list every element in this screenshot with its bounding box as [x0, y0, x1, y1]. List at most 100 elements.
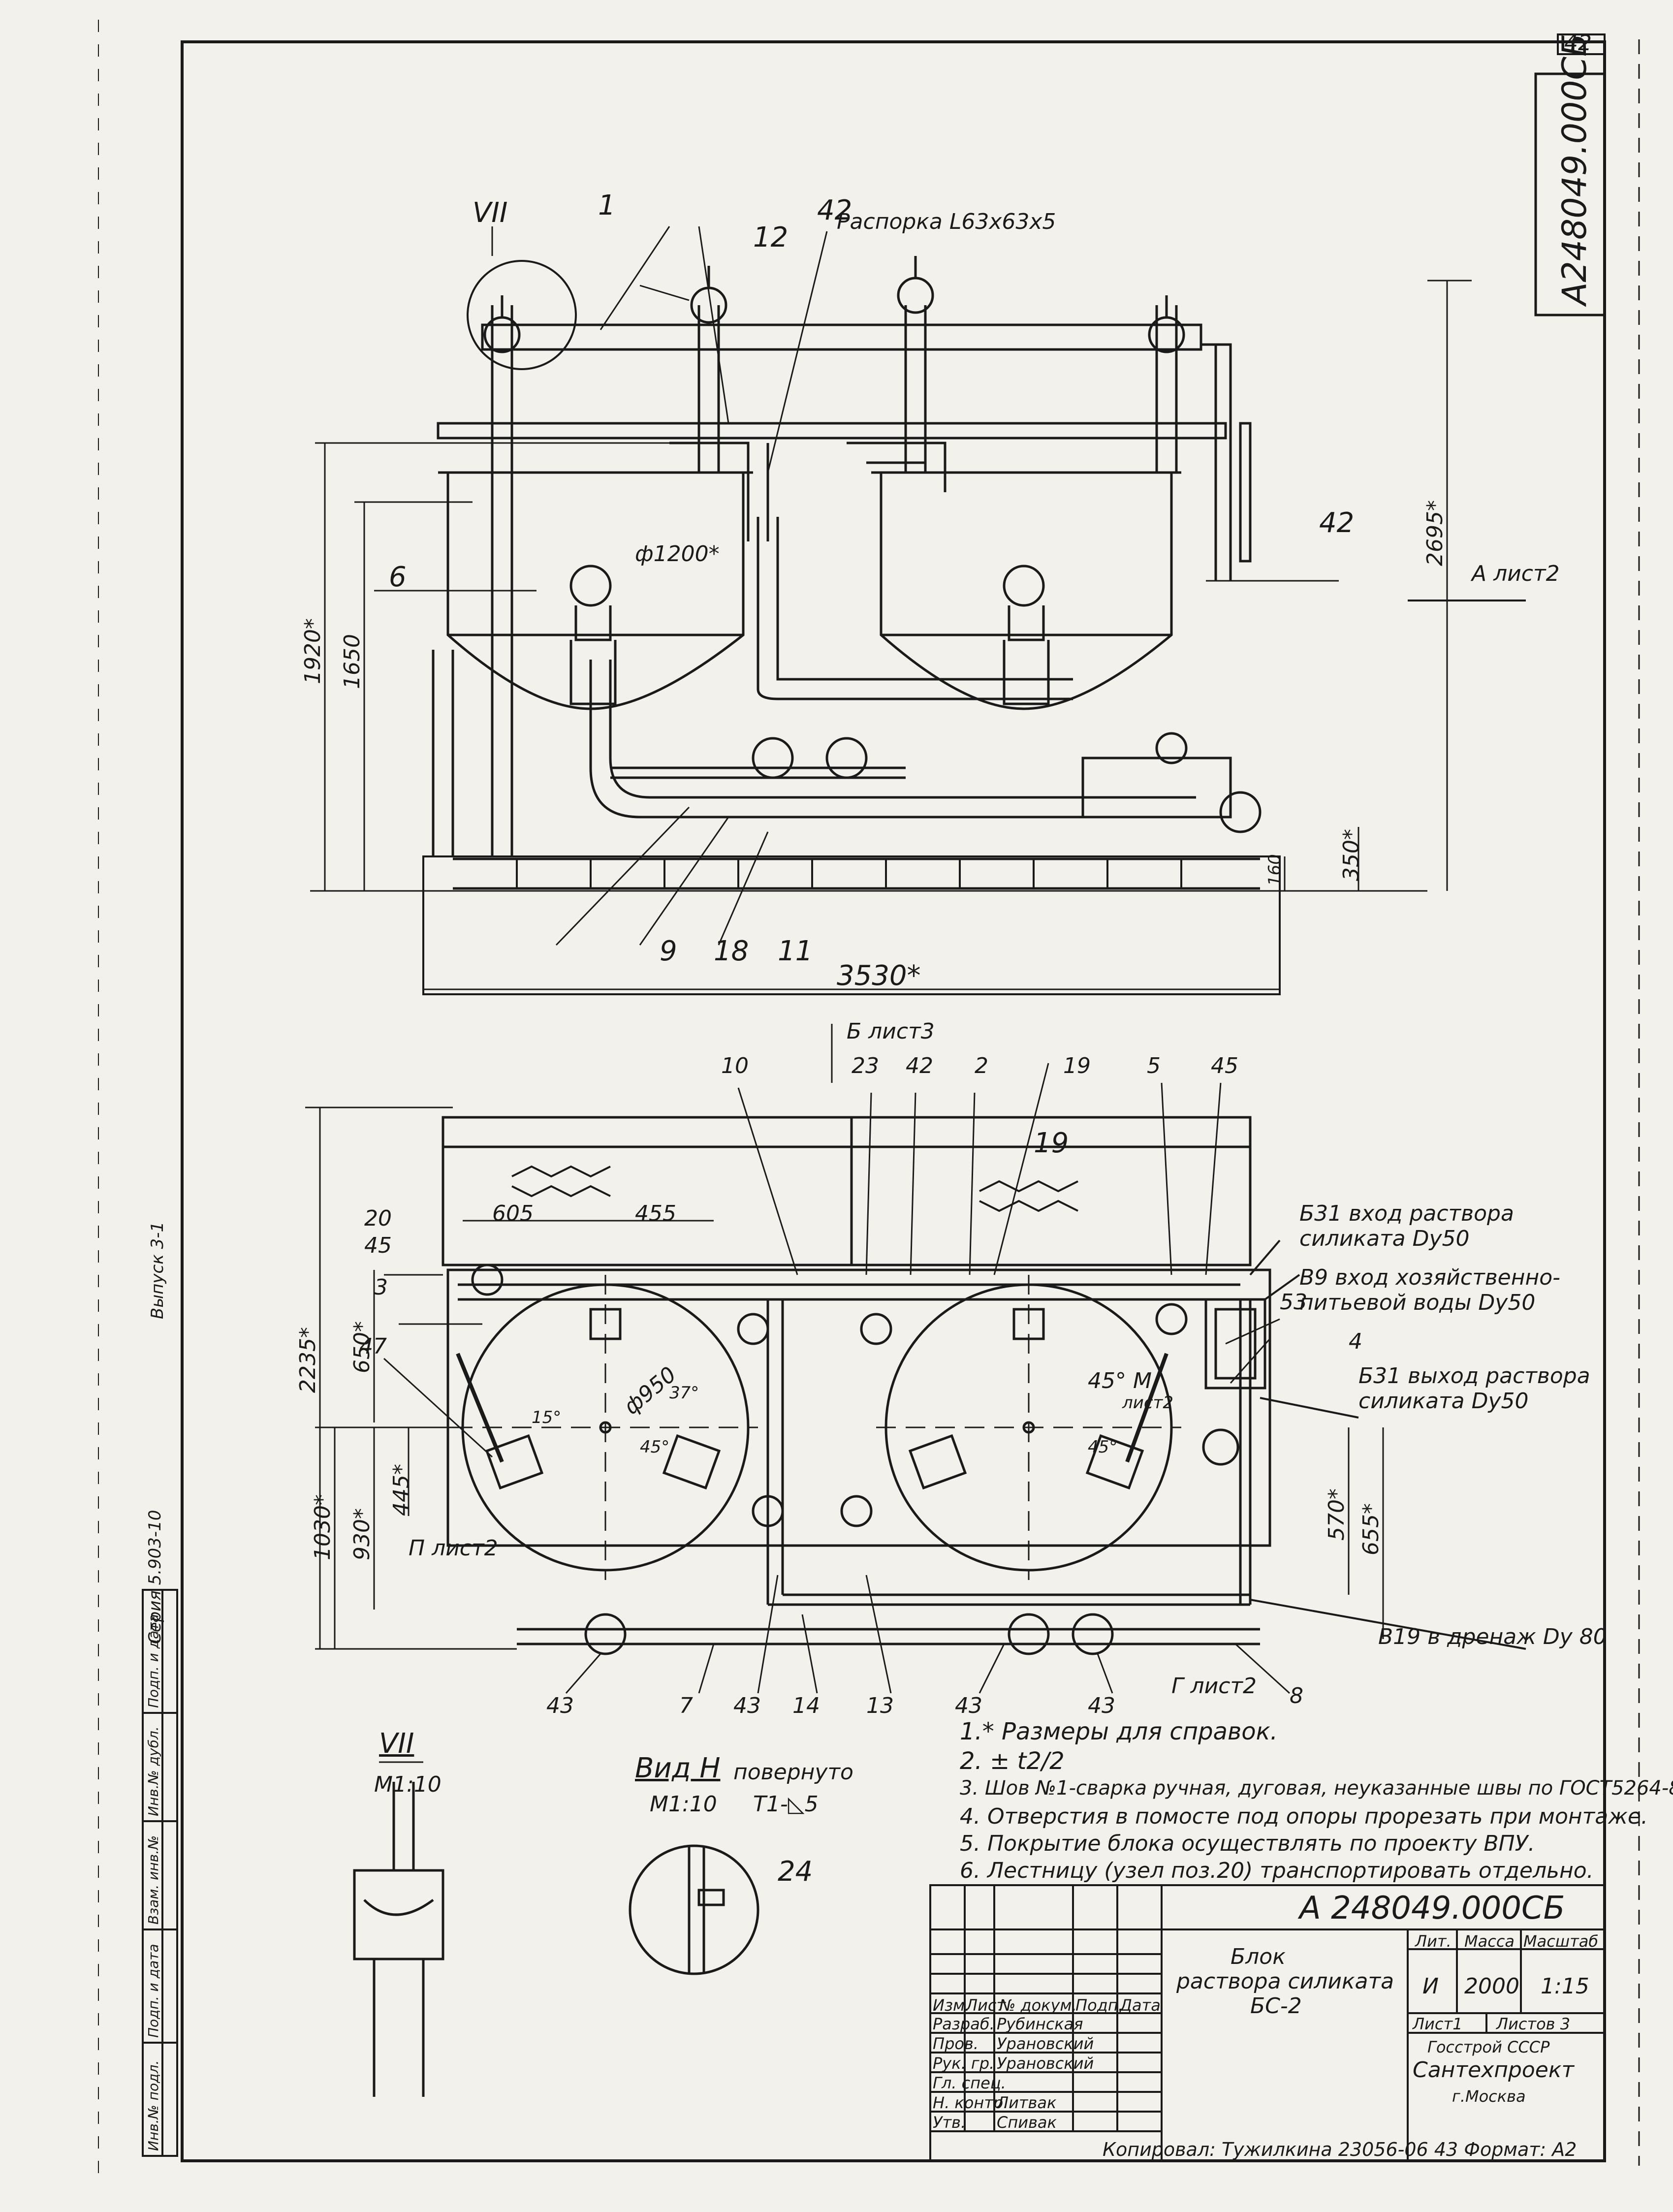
title-designation: А 248049.000СБ: [1299, 1890, 1565, 1927]
detail-vii-title: VII: [379, 1728, 414, 1760]
tb-header-doc: № докум.: [999, 1996, 1077, 2015]
tb-header-izm: Изм.: [933, 1996, 970, 2015]
note-2: 2. ± t2/2: [960, 1747, 1065, 1775]
tb-header-date: Дата: [1120, 1996, 1161, 2015]
callout-14: 14: [792, 1693, 820, 1718]
callout-3: 3: [374, 1275, 388, 1300]
tb-org-3: г.Москва: [1452, 2087, 1526, 2106]
weld-symbol: Т1-◺5: [753, 1792, 819, 1817]
margin-col-1: Инв.№ подл.: [145, 2060, 161, 2151]
sheet-corner-number: 42: [1564, 31, 1592, 56]
margin-stamp: [142, 1589, 178, 2157]
dim-650: 650*: [349, 1321, 375, 1373]
callout-5: 5: [1147, 1053, 1161, 1078]
callout-9: 9: [660, 935, 677, 967]
margin-col-2: Подп. и дата: [145, 1944, 161, 2038]
plan-view: [305, 1024, 1526, 1694]
callout-10: 10: [721, 1053, 749, 1078]
callout-42-right: 42: [1319, 507, 1355, 539]
tb-name-6: Спивак: [997, 2113, 1057, 2132]
title-name-2: раствора силиката: [1176, 1969, 1394, 1994]
note-4: 4. Отверстия в помосте под опоры прореза…: [960, 1804, 1648, 1829]
title-block-grid: [929, 1884, 1606, 2162]
title-name-3: БС-2: [1250, 1993, 1302, 2019]
list2-inside-label: лист2: [1122, 1393, 1173, 1413]
callout-45-top: 45: [1211, 1053, 1238, 1078]
sheet-frame: [98, 20, 1640, 2185]
tb-mass-header: Масса: [1464, 1932, 1515, 1951]
dim-655: 655*: [1358, 1503, 1384, 1555]
dim-930: 930*: [349, 1508, 375, 1560]
detail-vii-scale: М1:10: [374, 1772, 442, 1797]
document-code-vertical: А248049.000СБ: [1555, 33, 1594, 305]
callout-18: 18: [714, 935, 749, 967]
tb-sheet: Лист1: [1413, 2015, 1463, 2033]
margin-col-3: Взам. инв.№: [145, 1835, 161, 1925]
tb-role-6: Утв.: [933, 2113, 966, 2132]
dim-3530: 3530*: [837, 960, 921, 992]
dim-605: 605: [492, 1201, 534, 1226]
tb-lit: И: [1422, 1974, 1439, 1999]
view-h-title: Вид Н: [635, 1752, 721, 1784]
callout-42-plan: 42: [906, 1053, 933, 1078]
note-3: 3. Шов №1-сварка ручная, дуговая, неуказ…: [960, 1777, 1673, 1800]
note-5: 5. Покрытие блока осуществлять по проект…: [960, 1831, 1535, 1856]
callout-7: 7: [679, 1693, 693, 1718]
callout-53: 53: [1280, 1290, 1307, 1315]
tb-org-1: Госстрой СССР: [1427, 2038, 1550, 2056]
strut-label: Распорка L63х63х5: [837, 209, 1056, 234]
tb-name-5: Литвак: [997, 2093, 1057, 2112]
view-b-label: Б лист3: [847, 1019, 935, 1044]
callout-20: 20: [364, 1206, 392, 1231]
front-elevation: [310, 226, 1526, 995]
callout-19: 19: [1063, 1053, 1091, 1078]
callout-24: 24: [778, 1856, 813, 1888]
title-name-1: Блок: [1231, 1944, 1286, 1969]
callout-1: 1: [598, 190, 616, 221]
tb-scale-header: Масштаб: [1523, 1932, 1599, 1951]
callout-6: 6: [389, 561, 407, 593]
dim-160: 160: [1265, 854, 1285, 886]
tb-lit-header: Лит.: [1415, 1932, 1452, 1951]
dim-1030: 1030*: [310, 1494, 335, 1560]
tb-name-2: Урановский: [997, 2034, 1094, 2053]
callout-vii: VII: [473, 197, 508, 229]
tank-diameter-label: ф1200*: [635, 541, 720, 567]
view-h-rotated: повернуто: [733, 1760, 853, 1785]
nozzle-b9-inlet: В9 вход хозяйственно-питьевой воды Dy50: [1299, 1265, 1561, 1315]
callout-45-left: 45: [364, 1233, 392, 1258]
margin-issue: Выпуск 3-1: [148, 1221, 167, 1319]
angle-15: 15°: [532, 1408, 562, 1427]
dim-1920: 1920*: [300, 618, 325, 684]
callout-11: 11: [778, 935, 813, 967]
dim-2235: 2235*: [295, 1327, 320, 1393]
callout-2: 2: [975, 1053, 988, 1078]
angle-45-right: 45°: [1088, 1437, 1118, 1457]
margin-col-5: Подп. и дата: [145, 1614, 161, 1708]
callout-42-top: 42: [817, 194, 852, 226]
angle-37: 37°: [669, 1383, 699, 1403]
tb-scale: 1:15: [1541, 1974, 1589, 1999]
callout-13: 13: [866, 1693, 894, 1718]
angle-45-left: 45°: [640, 1437, 670, 1457]
tb-name-1: Рубинская: [997, 2015, 1083, 2033]
note-1: 1.* Размеры для справок.: [960, 1718, 1278, 1745]
dim-455: 455: [635, 1201, 676, 1226]
callout-43-b: 43: [733, 1693, 761, 1718]
tb-role-1: Разраб.: [933, 2015, 995, 2033]
callout-43-c: 43: [955, 1693, 982, 1718]
tb-name-3: Урановский: [997, 2054, 1094, 2073]
tb-header-list: Лист: [966, 1996, 1006, 2015]
tb-org-2: Сантехпроект: [1413, 2057, 1575, 2083]
callout-12: 12: [753, 221, 789, 253]
callout-19-center: 19: [1034, 1127, 1069, 1159]
nozzle-b31-inlet: Б31 вход раствора силиката Dy50: [1299, 1201, 1514, 1251]
tb-header-sign: Подп.: [1075, 1996, 1123, 2015]
dim-350: 350*: [1339, 829, 1364, 881]
tb-sheets: Листов 3: [1496, 2015, 1571, 2033]
callout-43-a: 43: [546, 1693, 574, 1718]
callout-47: 47: [359, 1334, 387, 1359]
tb-role-5: Н. контр.: [933, 2093, 1009, 2112]
nozzle-b19-drain: В19 в дренаж Dy 80: [1378, 1624, 1607, 1649]
nozzle-b31-outlet: Б31 выход раствора силиката Dy50: [1358, 1363, 1590, 1414]
